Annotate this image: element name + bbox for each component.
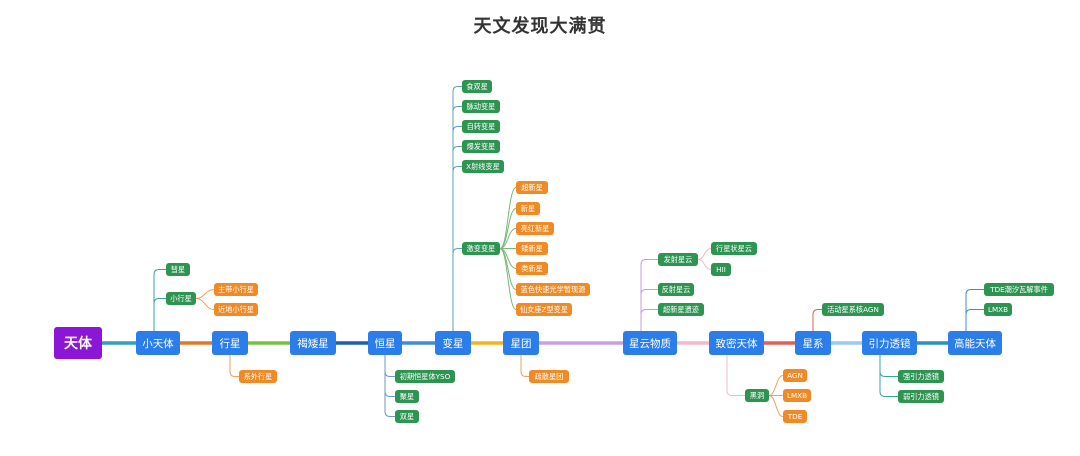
leaf-node-l9[interactable]: 食双星 — [462, 80, 492, 93]
leaf-node-l29[interactable]: AGN — [783, 369, 807, 382]
leaf-node-l32[interactable]: 活动星系核AGN — [822, 303, 884, 316]
branch-connector — [499, 248, 517, 310]
branch-connector — [726, 355, 745, 396]
branch-connector — [879, 355, 898, 397]
branch-connector — [452, 106, 462, 331]
leaf-node-l19[interactable]: 类新星 — [516, 262, 548, 275]
main-node-m4[interactable]: 恒星 — [368, 331, 402, 355]
leaf-node-l33[interactable]: 强引力透镜 — [898, 370, 944, 383]
leaf-node-l31[interactable]: TDE — [783, 410, 807, 423]
leaf-node-l13[interactable]: X射线变星 — [462, 160, 504, 173]
branch-connector — [452, 126, 462, 331]
leaf-node-l7[interactable]: 聚星 — [395, 390, 419, 403]
branch-connector — [768, 395, 784, 417]
main-node-m6[interactable]: 星团 — [503, 331, 539, 355]
leaf-node-l10[interactable]: 脉动变星 — [462, 100, 500, 113]
main-node-m9[interactable]: 星系 — [795, 331, 831, 355]
main-node-m3[interactable]: 褐矮星 — [290, 331, 336, 355]
leaf-node-l3[interactable]: 主带小行星 — [214, 283, 258, 296]
root-node[interactable]: 天体 — [54, 327, 102, 359]
leaf-node-l12[interactable]: 爆发变星 — [462, 140, 500, 153]
leaf-node-l18[interactable]: 矮新星 — [516, 242, 548, 255]
branch-connector — [965, 309, 984, 331]
branch-connector — [768, 375, 784, 396]
leaf-node-l6[interactable]: 初期恒星体YSO — [395, 370, 455, 383]
leaf-node-l11[interactable]: 自转变星 — [462, 120, 500, 133]
leaf-node-l22[interactable]: 疏散星团 — [529, 370, 569, 383]
branch-connector — [195, 289, 215, 299]
branch-connector — [499, 208, 517, 249]
leaf-node-l35[interactable]: TDE潮汐瓦解事件 — [984, 283, 1054, 296]
diagram-title: 天文发现大满贯 — [473, 16, 607, 37]
leaf-node-l21[interactable]: 仙女座Z型变星 — [516, 303, 572, 316]
main-node-m11[interactable]: 高能天体 — [948, 331, 1002, 355]
leaf-node-l28[interactable]: 黑洞 — [745, 389, 769, 402]
branch-connector — [697, 248, 712, 260]
branch-connector — [229, 355, 239, 377]
branch-connector — [384, 355, 395, 417]
leaf-node-l1[interactable]: 彗星 — [166, 263, 190, 276]
branch-connector — [195, 298, 215, 310]
leaf-node-l2[interactable]: 小行星 — [166, 292, 196, 305]
leaf-node-l17[interactable]: 亮红新星 — [516, 222, 554, 235]
branch-connector — [640, 289, 658, 331]
branch-connector — [520, 355, 529, 377]
branch-connector — [640, 259, 658, 331]
branch-connector — [879, 355, 898, 377]
branch-connector — [640, 309, 658, 331]
leaf-node-l30[interactable]: LMXB — [783, 389, 811, 402]
main-node-m10[interactable]: 引力透镜 — [862, 331, 917, 355]
leaf-node-l4[interactable]: 近地小行星 — [214, 303, 258, 316]
branch-connector — [153, 298, 166, 331]
leaf-node-l16[interactable]: 新星 — [516, 202, 540, 215]
leaf-node-l34[interactable]: 弱引力透镜 — [898, 390, 944, 403]
branch-connector — [965, 289, 984, 331]
main-node-m1[interactable]: 小天体 — [136, 331, 180, 355]
main-node-m2[interactable]: 行星 — [212, 331, 248, 355]
branch-connector — [697, 259, 712, 270]
branch-connector — [499, 248, 517, 290]
main-node-m7[interactable]: 星云物质 — [623, 331, 677, 355]
leaf-node-l8[interactable]: 双星 — [395, 410, 419, 423]
main-node-m5[interactable]: 变星 — [435, 331, 471, 355]
leaf-node-l26[interactable]: 反射星云 — [658, 283, 694, 296]
leaf-node-l36[interactable]: LMXB — [984, 303, 1012, 316]
leaf-node-l23[interactable]: 发射星云 — [658, 253, 698, 266]
branch-connector — [153, 269, 166, 331]
leaf-node-l24[interactable]: 行星状星云 — [711, 242, 757, 255]
leaf-node-l27[interactable]: 超新星遗迹 — [658, 303, 704, 316]
branch-connector — [452, 86, 462, 331]
leaf-node-l5[interactable]: 系外行星 — [239, 370, 277, 383]
leaf-node-l20[interactable]: 蓝色快速光学暂现源 — [516, 283, 590, 296]
branch-connector — [499, 228, 517, 249]
branch-connector — [812, 309, 822, 331]
branch-connector — [452, 146, 462, 331]
leaf-node-l14[interactable]: 激变变星 — [462, 242, 500, 255]
leaf-node-l25[interactable]: HII — [711, 263, 731, 276]
branch-connector — [452, 248, 462, 331]
leaf-node-l15[interactable]: 超新星 — [516, 181, 548, 194]
branch-connector — [384, 355, 395, 377]
branch-connector — [452, 166, 462, 331]
main-node-m8[interactable]: 致密天体 — [709, 331, 764, 355]
